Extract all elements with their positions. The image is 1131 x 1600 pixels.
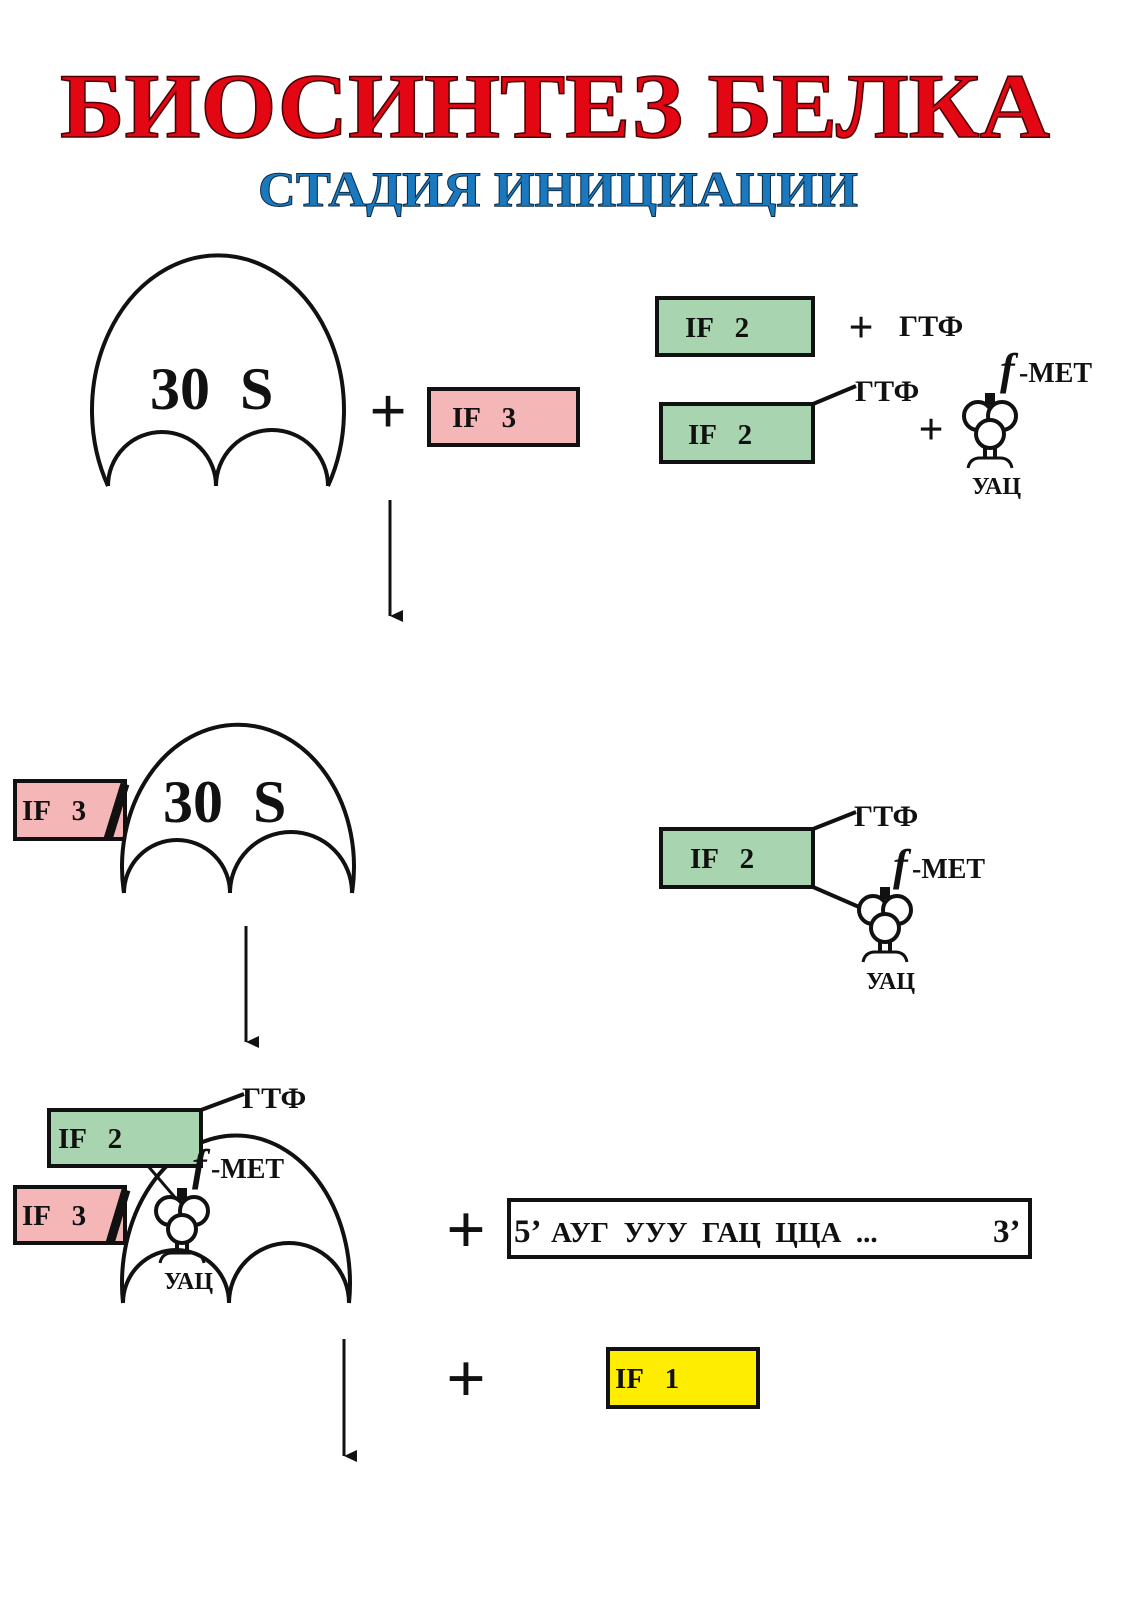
if2-label: IF 2 [688, 419, 752, 451]
trna-icon [857, 887, 913, 963]
if1-label: IF 1 [615, 1363, 679, 1395]
if2-label: IF 2 [685, 312, 749, 344]
if2-box: IF 2 [655, 296, 815, 357]
if3-label: IF 3 [22, 795, 86, 827]
mrna-sequence: АУГ УУУ ГАЦ ЦЦА ... [551, 1217, 878, 1249]
if3-label: IF 3 [22, 1200, 86, 1232]
ribosome-30s-subunit: 30 S [90, 253, 346, 487]
f-label: f [192, 1141, 211, 1190]
trna-icon [962, 393, 1018, 469]
trna-fmet: f -МЕТ УАЦ [962, 345, 1092, 500]
gtp-label: ГТФ [855, 375, 919, 408]
plus-sign: + [918, 405, 943, 454]
gtp-label: ГТФ [242, 1082, 306, 1115]
if1-box: IF 1 [606, 1347, 760, 1409]
if2-label: IF 2 [58, 1123, 122, 1155]
gtp-label: ГТФ [854, 800, 918, 833]
if2-gtp-trna-complex: IF 2 ГТФ f -МЕТ УАЦ [659, 800, 985, 995]
if2-gtp-complex: IF 2 ГТФ [659, 375, 919, 464]
ribosome-30s-subunit: 30 S [103, 722, 356, 894]
met-label: -МЕТ [211, 1154, 284, 1185]
subunit-label: 30 S [150, 356, 273, 422]
if3-label: IF 3 [452, 402, 516, 434]
plus-sign: + [369, 375, 407, 448]
if3-box: IF 3 [427, 387, 580, 447]
page-subtitle: СТАДИЯ ИНИЦИАЦИИ [258, 161, 858, 217]
trna-icon [154, 1188, 210, 1264]
initiation-complex: IF 3 IF 2 ГТФ f -МЕТ УАЦ [13, 1082, 352, 1304]
subunit-label: 30 S [163, 769, 286, 835]
plus-sign: + [848, 303, 873, 352]
gtp-label: ГТФ [899, 310, 963, 343]
f-label: f [1000, 345, 1019, 394]
mrna-strand: 5’ АУГ УУУ ГАЦ ЦЦА ... 3’ [507, 1198, 1032, 1259]
anticodon-label: УАЦ [972, 474, 1021, 500]
plus-sign: + [446, 1341, 486, 1418]
anticodon-label: УАЦ [866, 969, 915, 995]
three-prime-label: 3’ [993, 1214, 1021, 1250]
if2-label: IF 2 [690, 843, 754, 875]
plus-sign: + [446, 1192, 486, 1269]
met-label: -МЕТ [912, 854, 985, 885]
met-label: -МЕТ [1019, 358, 1092, 389]
anticodon-label: УАЦ [164, 1269, 213, 1295]
page-title: БИОСИНТЕЗ БЕЛКА [60, 55, 1050, 157]
five-prime-label: 5’ [514, 1214, 542, 1250]
f-label: f [893, 841, 912, 890]
